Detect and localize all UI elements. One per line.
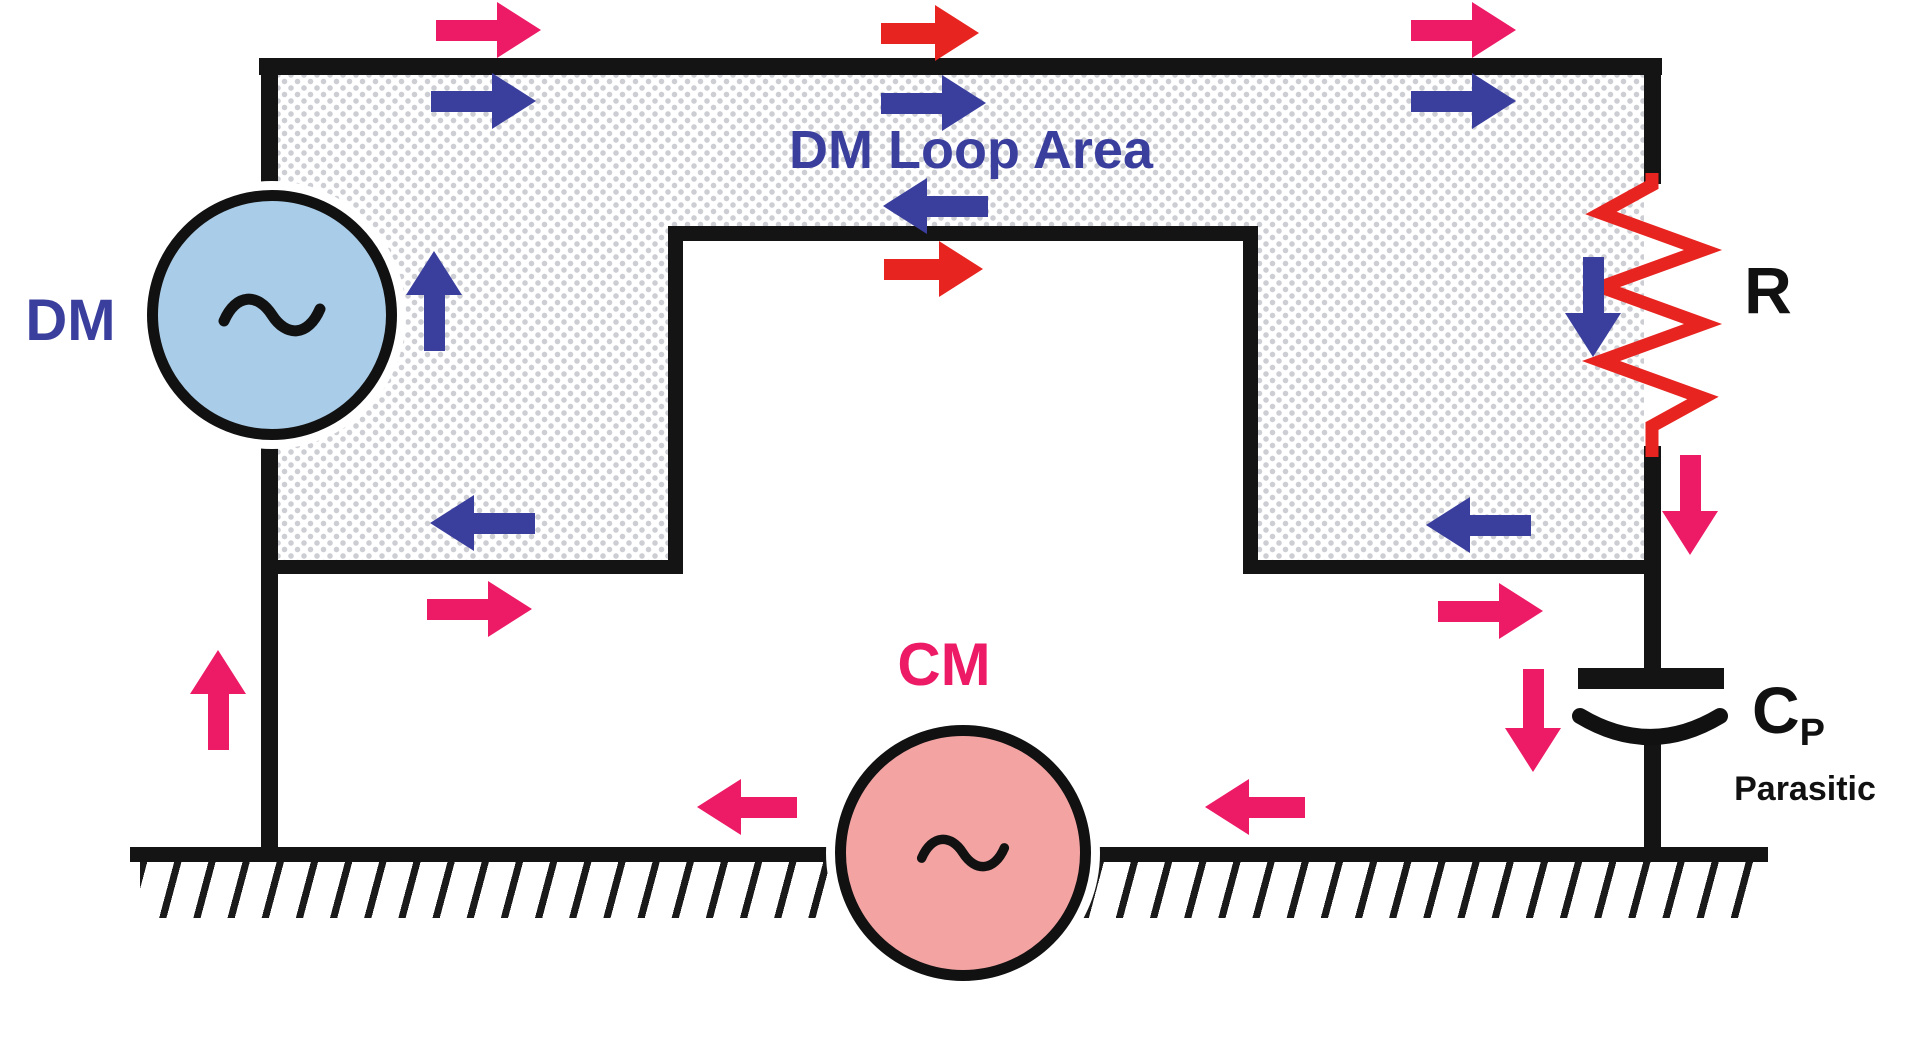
top-trace-wire	[259, 58, 1662, 75]
dm-return-arrow-bottom-right	[1425, 497, 1531, 553]
dm-return-arrow-above-notch	[882, 178, 988, 234]
capacitor-top-plate	[1578, 668, 1724, 689]
parasitic-capacitor-label: CP	[1752, 672, 1825, 755]
capacitor-bottom-plate	[1572, 708, 1728, 745]
cm-current-arrow-at-cap	[1505, 668, 1561, 772]
cm-current-arrow-top-right	[1410, 2, 1516, 58]
ac-waveform-icon	[916, 834, 1010, 872]
total-current-arrow-in-notch	[883, 241, 983, 297]
cm-current-arrow-below-trace-right	[1437, 583, 1543, 639]
dm-source-label: DM	[25, 288, 116, 353]
resistor-icon	[1581, 173, 1723, 457]
cm-ground-arrow-left	[697, 779, 797, 835]
cm-ground-arrow-right	[1205, 779, 1305, 835]
capacitor-symbol: C	[1752, 673, 1800, 747]
parasitic-label: Parasitic	[1734, 770, 1876, 808]
dm-current-arrow-at-source	[406, 251, 462, 351]
cm-current-arrow-above-cap	[1662, 455, 1718, 555]
return-path-notch	[668, 226, 1258, 574]
dm-current-arrow-top-left	[430, 73, 536, 129]
resistor-label: R	[1744, 253, 1792, 327]
return-trace-left	[261, 560, 683, 574]
cm-current-arrow-left-riser	[190, 650, 246, 750]
return-trace-right	[1243, 560, 1660, 574]
dm-source	[147, 190, 397, 440]
cm-source	[835, 725, 1091, 981]
cm-current-arrow-top-left	[435, 2, 541, 58]
cm-source-label: CM	[897, 631, 991, 698]
dm-current-arrow-top-center	[880, 75, 986, 131]
right-wire-upper	[1644, 58, 1661, 184]
dm-return-arrow-bottom-left	[429, 495, 535, 551]
total-current-arrow-top-center	[881, 5, 979, 61]
right-wire-lower	[1644, 735, 1661, 858]
right-wire-middle	[1644, 446, 1661, 672]
ac-waveform-icon	[218, 293, 326, 337]
capacitor-subscript: P	[1799, 712, 1826, 754]
dm-current-arrow-top-right	[1410, 73, 1516, 129]
dm-current-arrow-at-resistor	[1565, 257, 1621, 357]
left-vertical-wire	[261, 58, 278, 858]
cm-current-arrow-below-trace-left	[426, 581, 532, 637]
